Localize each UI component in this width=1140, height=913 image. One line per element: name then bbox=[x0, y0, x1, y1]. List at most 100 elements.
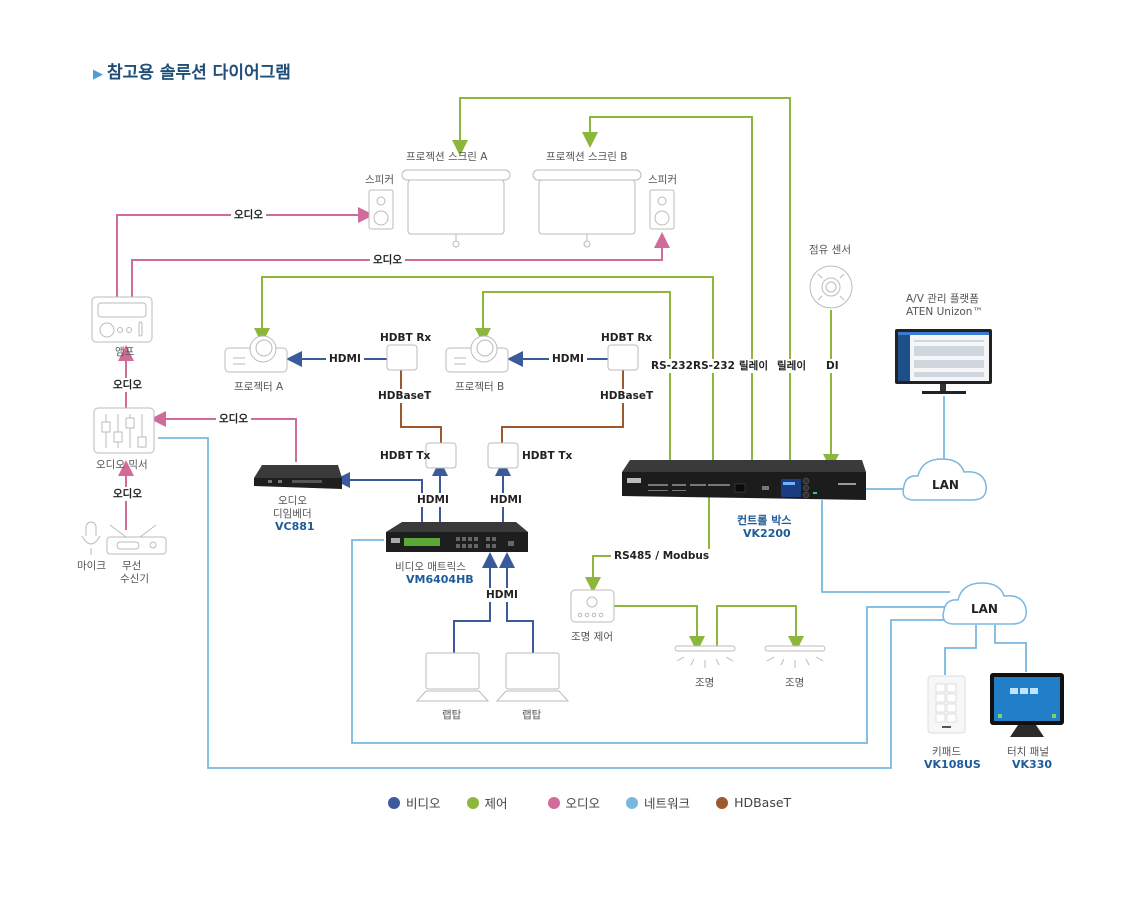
network-line-matrix-lan2 bbox=[351, 539, 945, 744]
lan-1-label: LAN bbox=[932, 478, 959, 492]
rs232-label-1: RS-232 bbox=[650, 359, 694, 373]
keypad-label: 키패드 bbox=[932, 746, 961, 758]
legend-dot-icon bbox=[626, 796, 639, 809]
matrix-model: VM6404HB bbox=[406, 573, 474, 586]
unizon-label-2: ATEN Unizon™ bbox=[906, 306, 983, 318]
network-line-mixer-lan2 bbox=[158, 437, 950, 769]
legend-item-hdbaset: HDBaseT bbox=[716, 795, 791, 810]
relay-label-2: 릴레이 bbox=[776, 359, 807, 373]
mic-label: 마이크 bbox=[77, 560, 106, 572]
wireless-receiver-label-1: 무선 bbox=[122, 560, 142, 572]
hdmi-label-laptops: HDMI bbox=[484, 588, 520, 602]
legend: 비디오 제어 오디오 네트워크 HDBaseT bbox=[388, 793, 817, 812]
keypad-device bbox=[927, 675, 966, 734]
audio-deembedder-device bbox=[254, 465, 342, 489]
light-1-label: 조명 bbox=[695, 677, 715, 689]
legend-dot-icon bbox=[547, 796, 560, 809]
touch-panel-device bbox=[990, 673, 1064, 737]
speaker-right-label: 스피커 bbox=[648, 174, 677, 186]
screen-a-label: 프로젝션 스크린 A bbox=[406, 151, 488, 163]
control-box-device bbox=[622, 460, 866, 500]
lighting-control-icon bbox=[570, 589, 615, 623]
projection-screen-b bbox=[532, 169, 642, 248]
light-2-icon bbox=[764, 645, 826, 668]
audio-label-2: 오디오 bbox=[370, 253, 405, 267]
laptop-2-icon bbox=[495, 652, 570, 702]
legend-item-audio: 오디오 bbox=[547, 793, 600, 812]
hdbt-rx-b-label: HDBT Rx bbox=[601, 332, 653, 344]
lighting-control-label: 조명 제어 bbox=[571, 631, 613, 643]
hdbaset-label-a: HDBaseT bbox=[376, 389, 434, 403]
matrix-label: 비디오 매트릭스 bbox=[395, 561, 466, 573]
laptop-2-label: 랩탑 bbox=[522, 709, 542, 721]
audio-label-amp-mixer: 오디오 bbox=[111, 378, 144, 392]
hdmi-line-matrix-deembedder bbox=[334, 472, 423, 525]
audio-line-speaker-left bbox=[116, 207, 374, 297]
unizon-label-1: A/V 관리 플랫폼 bbox=[906, 293, 979, 305]
legend-dot-icon bbox=[466, 796, 479, 809]
speaker-left-label: 스피커 bbox=[365, 174, 394, 186]
legend-dot-icon bbox=[388, 796, 400, 809]
touch-panel-model: VK330 bbox=[1012, 758, 1052, 771]
occupancy-sensor-icon bbox=[809, 265, 853, 309]
hdmi-label-rx-a: HDMI bbox=[326, 352, 364, 366]
legend-item-video: 비디오 bbox=[388, 793, 441, 812]
amp-label: 앰프 bbox=[115, 346, 135, 358]
light-2-label: 조명 bbox=[785, 677, 805, 689]
hdbt-tx-b-label: HDBT Tx bbox=[522, 450, 573, 462]
keypad-model: VK108US bbox=[924, 758, 981, 771]
lan-cloud-2-icon bbox=[942, 582, 1027, 625]
hdmi-label-tx-a: HDMI bbox=[415, 493, 451, 507]
control-box-label: 컨트롤 박스 bbox=[737, 514, 792, 527]
screen-b-label: 프로젝션 스크린 B bbox=[546, 151, 628, 163]
projector-a-label: 프로젝터 A bbox=[234, 381, 284, 393]
hdbaset-label-b: HDBaseT bbox=[598, 389, 656, 403]
audio-label-receiver: 오디오 bbox=[111, 487, 144, 501]
projection-screen-a bbox=[401, 169, 511, 248]
relay-line-screen-b bbox=[582, 116, 753, 465]
triangle-bullet-icon: ▶ bbox=[93, 67, 103, 82]
projector-a-icon bbox=[224, 335, 288, 373]
network-line-controlbox-lan2 bbox=[821, 500, 950, 593]
occupancy-sensor-label: 점유 센서 bbox=[809, 244, 851, 256]
audio-line-deembedder-mixer bbox=[150, 411, 297, 462]
laptop-1-label: 랩탑 bbox=[442, 709, 462, 721]
lighting-line-1 bbox=[614, 605, 705, 652]
legend-dot-icon bbox=[716, 796, 729, 809]
deembedder-model: VC881 bbox=[275, 520, 315, 533]
hdbt-tx-b-box bbox=[487, 442, 519, 469]
hdbaset-line-a bbox=[400, 370, 442, 443]
rs232-line-projector-b bbox=[475, 291, 671, 465]
legend-item-network: 네트워크 bbox=[626, 793, 690, 812]
deembedder-label-1: 오디오 bbox=[278, 495, 307, 507]
rs485-label: RS485 / Modbus bbox=[611, 549, 713, 563]
hdbt-tx-a-box bbox=[425, 442, 457, 469]
audio-label-1: 오디오 bbox=[231, 208, 266, 222]
projector-b-label: 프로젝터 B bbox=[455, 381, 505, 393]
projector-b-icon bbox=[445, 335, 509, 373]
deembedder-label-2: 디임베더 bbox=[273, 508, 312, 520]
network-line-keypad bbox=[944, 625, 977, 675]
hdbaset-line-b bbox=[501, 370, 624, 443]
wireless-receiver-label-2: 수신기 bbox=[120, 573, 149, 585]
relay-label-1: 릴레이 bbox=[738, 359, 769, 373]
lan-2-label: LAN bbox=[971, 602, 998, 616]
unizon-monitor-icon bbox=[895, 329, 992, 394]
di-label: DI bbox=[824, 359, 841, 373]
speaker-right-icon bbox=[649, 189, 675, 230]
amp-icon bbox=[91, 296, 153, 343]
light-1-icon bbox=[674, 645, 736, 668]
relay-line-screen-a bbox=[452, 97, 791, 465]
rs232-label-2: RS-232 bbox=[692, 359, 736, 373]
rs485-line bbox=[585, 490, 710, 593]
hdbt-rx-a-box bbox=[386, 344, 418, 371]
microphone-icon bbox=[81, 521, 101, 555]
hdmi-label-rx-b: HDMI bbox=[549, 352, 587, 366]
touch-panel-label: 터치 패널 bbox=[1007, 746, 1049, 758]
control-box-model: VK2200 bbox=[743, 527, 791, 540]
audio-line-speaker-right bbox=[131, 232, 670, 297]
audio-label-deembedder: 오디오 bbox=[216, 412, 251, 426]
hdbt-rx-a-label: HDBT Rx bbox=[380, 332, 432, 344]
lighting-line-2 bbox=[716, 605, 804, 652]
